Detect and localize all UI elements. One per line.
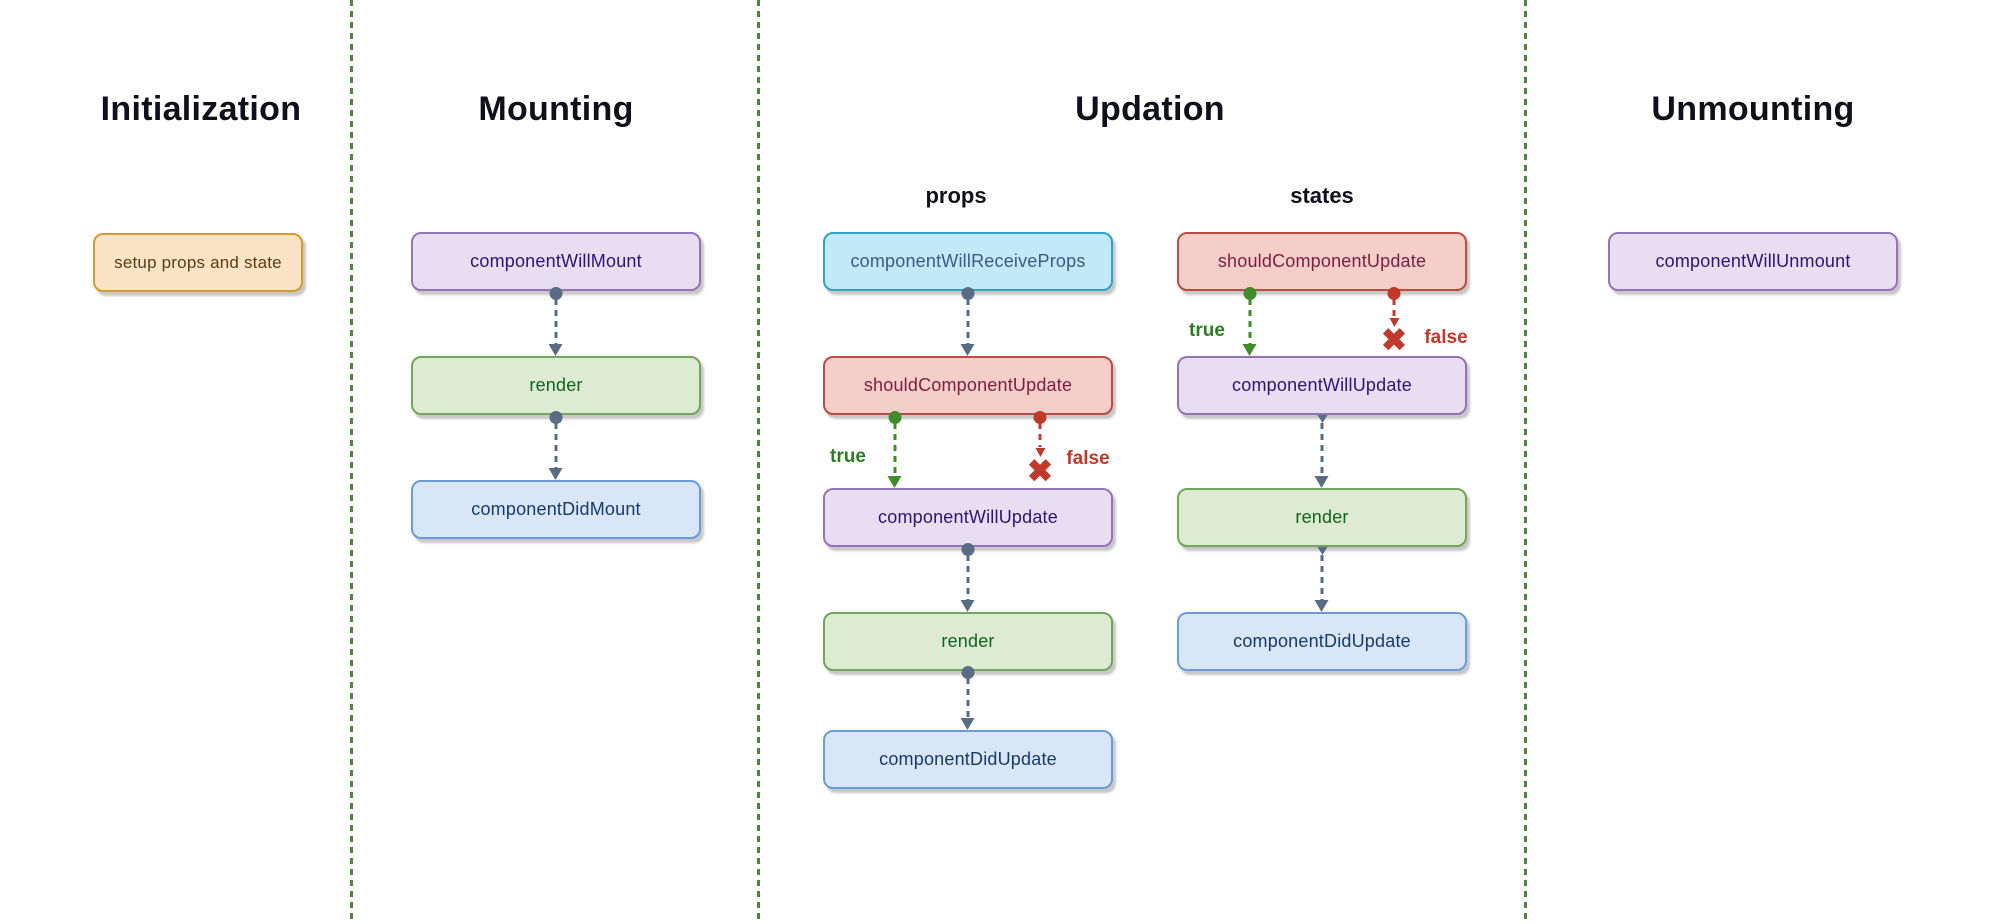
connector-states-false-branch: [1387, 287, 1402, 327]
dashed-line: [1320, 555, 1324, 602]
node-mount-render: render: [411, 356, 701, 415]
node-label: render: [529, 375, 583, 395]
dashed-line: [966, 555, 970, 602]
connector-start-dot-icon: [1243, 287, 1257, 300]
node-label: shouldComponentUpdate: [863, 375, 1073, 395]
node-label: shouldComponentUpdate: [1217, 251, 1427, 271]
dashed-line: [1320, 423, 1324, 478]
phase-divider: [757, 0, 760, 924]
dashed-line: [1392, 299, 1396, 317]
arrowhead-icon: [960, 600, 975, 612]
node-label: componentWillUpdate: [878, 507, 1058, 527]
node-props-component-did-update: componentDidUpdate: [823, 730, 1113, 789]
node-label: render: [941, 631, 995, 651]
dashed-line: [966, 678, 970, 720]
node-states-component-did-update: componentDidUpdate: [1177, 612, 1467, 671]
arrowhead-icon: [960, 344, 975, 356]
cancel-x-icon: ✖: [1027, 453, 1053, 489]
connector-start-dot-icon: [1387, 287, 1401, 300]
node-label: render: [1295, 507, 1349, 527]
node-component-will-mount: componentWillMount: [411, 232, 701, 291]
arrowhead-icon: [548, 468, 563, 480]
connector-props-false-branch: [1033, 411, 1048, 457]
node-states-render: render: [1177, 488, 1467, 547]
arrowhead-icon: [960, 718, 975, 730]
connector-start-dot-icon: [1033, 411, 1047, 424]
node-label: setup props and state: [114, 252, 282, 272]
connector-start-dot-icon: [961, 666, 975, 679]
arrowhead-icon: [1035, 448, 1045, 457]
connector-willmount-to-render: [548, 287, 564, 356]
connector-render-to-didmount: [548, 411, 564, 480]
node-label: componentWillUnmount: [1655, 251, 1851, 271]
arrowhead-icon: [1314, 600, 1329, 612]
node-states-component-will-update: componentWillUpdate: [1177, 356, 1467, 415]
branch-label-false: false: [1066, 448, 1110, 469]
connector-props-true-branch: [887, 411, 903, 488]
dashed-line: [1248, 299, 1252, 346]
node-label: componentWillUpdate: [1232, 375, 1412, 395]
node-component-will-unmount: componentWillUnmount: [1608, 232, 1898, 291]
connector-willupdate-to-render: [960, 543, 976, 612]
subcolumn-title-props: props: [925, 183, 987, 208]
arrowhead-icon: [1389, 318, 1399, 327]
node-props-render: render: [823, 612, 1113, 671]
branch-label-true: true: [830, 446, 866, 467]
cancel-x-icon: ✖: [1381, 322, 1407, 358]
dashed-line: [966, 299, 970, 346]
node-label: componentDidUpdate: [879, 749, 1057, 769]
dashed-line: [893, 423, 897, 478]
connector-willreceiveprops-to-shouldupdate: [960, 287, 976, 356]
dashed-line: [554, 423, 558, 470]
connector-start-triangle-icon: [1317, 415, 1327, 423]
node-props-component-will-update: componentWillUpdate: [823, 488, 1113, 547]
arrowhead-icon: [1242, 344, 1257, 356]
node-component-will-receive-props: componentWillReceiveProps: [823, 232, 1113, 291]
phase-divider: [1524, 0, 1527, 924]
connector-start-dot-icon: [549, 411, 563, 424]
dashed-line: [1038, 423, 1042, 447]
arrowhead-icon: [548, 344, 563, 356]
connector-render-to-didupdate: [960, 666, 976, 730]
node-label: componentWillReceiveProps: [850, 251, 1086, 271]
connector-states-willupdate-to-render: [1314, 415, 1330, 488]
connector-start-dot-icon: [888, 411, 902, 424]
connector-start-dot-icon: [961, 543, 975, 556]
connector-start-dot-icon: [549, 287, 563, 300]
branch-label-true: true: [1189, 320, 1225, 341]
node-setup-props-and-state: setup props and state: [93, 233, 303, 292]
branch-label-false: false: [1424, 327, 1468, 348]
phase-divider: [350, 0, 353, 924]
node-label: componentDidUpdate: [1233, 631, 1411, 651]
connector-states-render-to-didupdate: [1314, 547, 1330, 612]
node-label: componentWillMount: [470, 251, 642, 271]
phase-title-unmounting: Unmounting: [1651, 90, 1855, 128]
node-states-should-component-update: shouldComponentUpdate: [1177, 232, 1467, 291]
node-component-did-mount: componentDidMount: [411, 480, 701, 539]
connector-start-triangle-icon: [1317, 547, 1327, 555]
subcolumn-title-states: states: [1290, 183, 1354, 208]
phase-title-mounting: Mounting: [478, 90, 634, 128]
connector-states-true-branch: [1242, 287, 1258, 356]
node-props-should-component-update: shouldComponentUpdate: [823, 356, 1113, 415]
dashed-line: [554, 299, 558, 346]
connector-start-dot-icon: [961, 287, 975, 300]
arrowhead-icon: [887, 476, 902, 488]
phase-title-initialization: Initialization: [100, 90, 302, 128]
phase-title-updation: Updation: [1075, 90, 1225, 128]
arrowhead-icon: [1314, 476, 1329, 488]
node-label: componentDidMount: [471, 499, 641, 519]
